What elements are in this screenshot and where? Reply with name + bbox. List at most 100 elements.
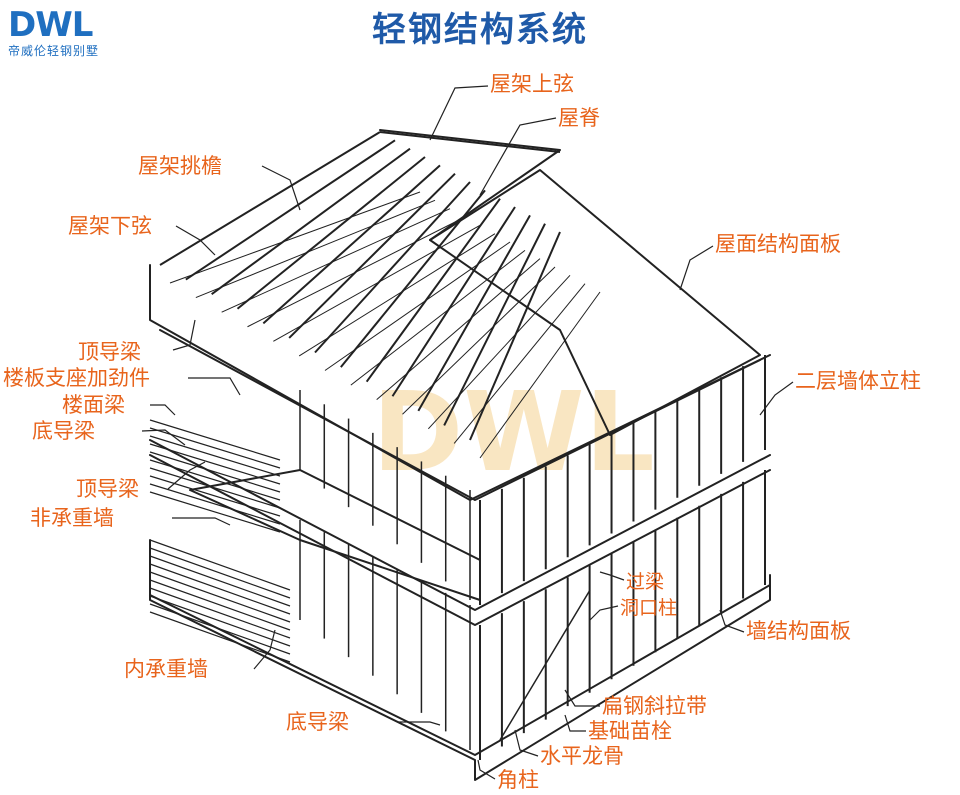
ground-floor-joist bbox=[149, 555, 291, 607]
leader-line bbox=[564, 689, 600, 707]
truss-ridge-chord bbox=[379, 131, 561, 153]
leader-line bbox=[253, 629, 276, 670]
upper-floor-joist bbox=[149, 443, 281, 485]
building-frame bbox=[149, 129, 771, 781]
label-leaders bbox=[141, 85, 794, 780]
label-bottom-track-lower: 底导梁 bbox=[286, 710, 349, 734]
truss-web bbox=[298, 233, 496, 357]
truss-top-chord bbox=[365, 198, 501, 383]
ground-floor-joist bbox=[149, 539, 291, 591]
truss-web bbox=[479, 291, 601, 459]
truss-top-chord bbox=[288, 172, 456, 339]
label-bottom-track-upper: 底导梁 bbox=[32, 419, 95, 443]
label-floor-joist: 楼面梁 bbox=[62, 393, 125, 417]
ground-floor-slab-edge bbox=[149, 584, 771, 756]
ground-floor-joist bbox=[149, 579, 291, 631]
truss-web bbox=[402, 266, 556, 415]
ground-floor-joist bbox=[149, 547, 291, 599]
ground-floor-outline bbox=[149, 539, 771, 781]
truss-web bbox=[195, 199, 436, 299]
logo-mark: DWL bbox=[8, 5, 93, 45]
truss-top-chord bbox=[185, 139, 396, 281]
truss-top-chord bbox=[159, 131, 381, 266]
upper-floor-joist bbox=[149, 435, 281, 477]
label-roof-bottom-chord: 屋架下弦 bbox=[68, 214, 152, 238]
truss-top-chord bbox=[314, 181, 471, 354]
leader-line bbox=[564, 714, 586, 732]
truss-web bbox=[169, 191, 421, 284]
leader-line bbox=[188, 377, 241, 396]
truss-top-chord bbox=[340, 189, 486, 368]
label-ridge: 屋脊 bbox=[558, 106, 600, 130]
upper-floor-joist bbox=[149, 491, 281, 533]
label-roof-eave: 屋架挑檐 bbox=[138, 154, 222, 178]
ground-floor-joist bbox=[149, 603, 291, 655]
leader-line bbox=[175, 225, 216, 256]
label-header: 过梁 bbox=[626, 571, 665, 593]
roof-sheathing-panel bbox=[429, 169, 761, 436]
leader-line bbox=[719, 609, 745, 633]
truss-top-chord bbox=[469, 231, 561, 441]
leader-line bbox=[167, 461, 206, 490]
page-title: 轻钢结构系统 bbox=[372, 10, 588, 50]
label-strap-brace: 扁钢斜拉带 bbox=[602, 694, 707, 718]
truss-top-chord bbox=[236, 156, 426, 310]
leader-line bbox=[141, 429, 186, 446]
label-top-track-upper: 顶导梁 bbox=[78, 340, 141, 364]
upper-floor-joist bbox=[149, 483, 281, 525]
truss-top-chord bbox=[417, 214, 531, 412]
brand-logo: DWL 帝威伦轻钢别墅 bbox=[6, 6, 126, 60]
truss-top-chord bbox=[211, 147, 411, 295]
label-interior-bearing-wall: 内承重墙 bbox=[124, 657, 208, 681]
label-wall-sheathing: 墙结构面板 bbox=[746, 619, 851, 643]
truss-top-chord bbox=[391, 206, 516, 397]
logo-subtitle: 帝威伦轻钢别墅 bbox=[8, 44, 100, 58]
leader-line bbox=[150, 404, 176, 416]
ground-floor-joist bbox=[149, 611, 291, 663]
upper-floor-joist bbox=[149, 459, 281, 501]
truss-web bbox=[221, 208, 451, 313]
strap-brace bbox=[499, 589, 591, 741]
truss-top-chord bbox=[262, 164, 441, 325]
leader-line bbox=[679, 245, 714, 291]
leader-line bbox=[398, 721, 441, 726]
leader-line bbox=[759, 381, 794, 416]
truss-top-chord bbox=[443, 223, 546, 426]
upper-floor-joist bbox=[149, 419, 281, 461]
second-floor-band bbox=[149, 439, 771, 626]
label-top-track-lower: 顶导梁 bbox=[76, 477, 139, 501]
label-anchor-bolt: 基础苗栓 bbox=[588, 719, 672, 743]
leader-line bbox=[261, 165, 301, 211]
leader-line bbox=[477, 759, 496, 780]
ground-floor-joist bbox=[149, 563, 291, 615]
upper-floor-joist bbox=[149, 451, 281, 493]
label-corner-post: 角柱 bbox=[497, 768, 539, 792]
roof-ridge-line bbox=[379, 129, 561, 241]
leader-line bbox=[514, 729, 539, 757]
label-horizontal-keel: 水平龙骨 bbox=[540, 744, 624, 768]
leader-line bbox=[599, 571, 625, 581]
leader-line bbox=[172, 517, 231, 526]
truss-web bbox=[453, 283, 586, 444]
leader-line bbox=[589, 605, 619, 621]
leader-line bbox=[172, 319, 196, 351]
label-roof-top-chord: 屋架上弦 bbox=[490, 72, 574, 96]
roof-trusses bbox=[159, 131, 601, 459]
floor-joists bbox=[149, 419, 291, 663]
label-opening-stud: 洞口柱 bbox=[620, 597, 678, 619]
ground-floor-joist bbox=[149, 595, 291, 647]
ground-floor-joist bbox=[149, 571, 291, 623]
label-second-floor-stud: 二层墙体立柱 bbox=[795, 369, 921, 393]
ground-floor-joist bbox=[149, 587, 291, 639]
leader-line bbox=[479, 117, 557, 196]
wall-studs bbox=[299, 355, 766, 760]
upper-floor-joist bbox=[149, 475, 281, 517]
upper-floor-joist bbox=[149, 467, 281, 509]
truss-web bbox=[427, 274, 571, 430]
leader-line bbox=[429, 85, 489, 141]
truss-web bbox=[376, 258, 541, 401]
label-roof-sheathing: 屋面结构面板 bbox=[715, 232, 841, 256]
label-non-bearing-wall: 非承重墙 bbox=[30, 506, 114, 530]
